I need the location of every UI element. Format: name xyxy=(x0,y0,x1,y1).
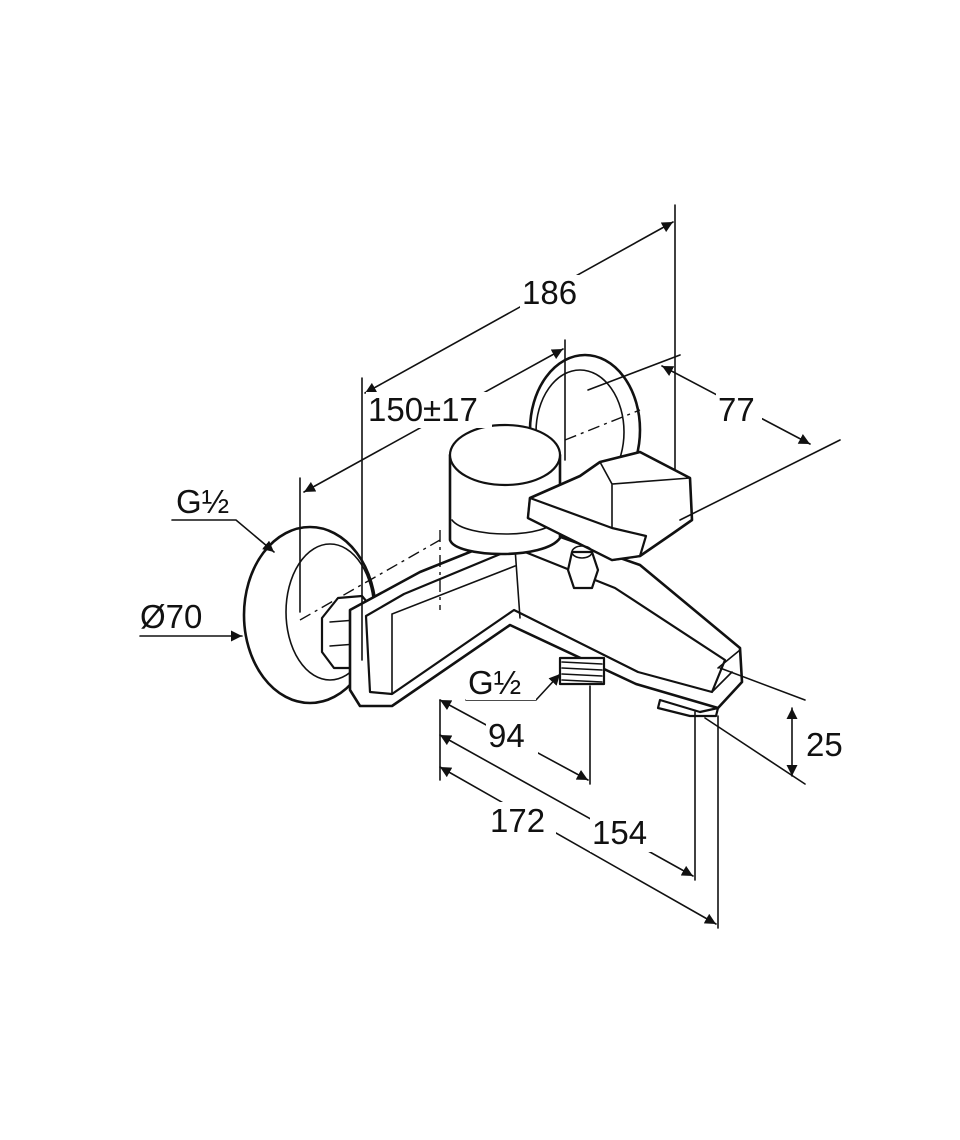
spout-outlet xyxy=(656,698,720,718)
label-25: 25 xyxy=(806,726,843,763)
dim-186-line xyxy=(364,221,674,394)
label-77: 77 xyxy=(718,391,755,428)
label-150-17: 150±17 xyxy=(368,391,478,428)
g-half-left-leader xyxy=(171,519,275,553)
label-g-half-left: G½ xyxy=(176,483,229,520)
label-dia-70: Ø70 xyxy=(140,598,202,635)
dim-172-line xyxy=(439,766,717,925)
faucet-drawing xyxy=(242,353,744,718)
cartridge-top xyxy=(448,423,562,487)
label-172: 172 xyxy=(490,802,545,839)
dim-154-line xyxy=(439,734,694,877)
label-186: 186 xyxy=(522,274,577,311)
label-g-half-outlet: G½ xyxy=(468,664,521,701)
label-154: 154 xyxy=(592,814,647,851)
dimension-labels: 186 150±17 77 G½ Ø70 G½ 94 172 154 25 xyxy=(140,274,843,852)
label-94: 94 xyxy=(488,717,525,754)
